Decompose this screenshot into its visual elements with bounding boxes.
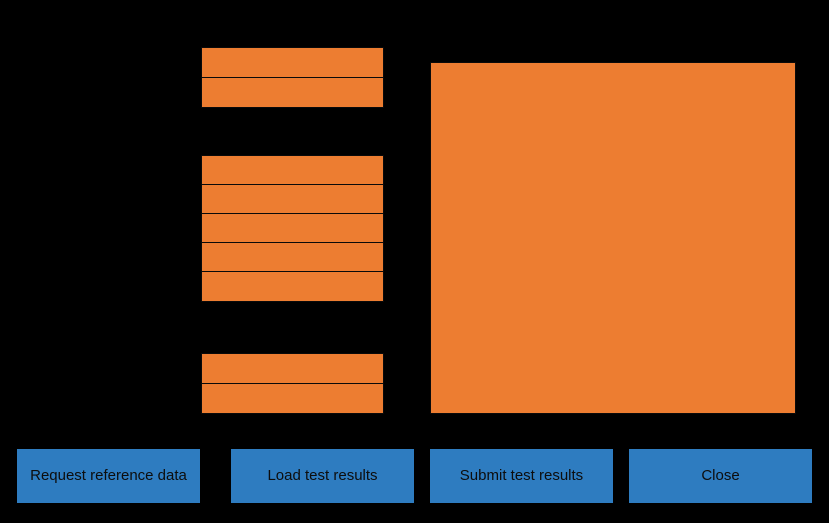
list-item[interactable] <box>201 76 384 108</box>
detail-panel[interactable] <box>430 62 796 414</box>
list-item[interactable] <box>201 353 384 384</box>
list-item[interactable] <box>201 382 384 414</box>
result-group-bottom <box>201 353 384 414</box>
request-reference-data-button[interactable]: Request reference data <box>17 449 200 503</box>
left-empty-column <box>0 0 200 430</box>
list-item[interactable] <box>201 184 384 215</box>
result-group-top <box>201 47 384 108</box>
list-item[interactable] <box>201 155 384 186</box>
list-item[interactable] <box>201 242 384 273</box>
detail-panel-content <box>431 63 795 413</box>
list-item[interactable] <box>201 271 384 302</box>
close-button[interactable]: Close <box>629 449 812 503</box>
list-item[interactable] <box>201 213 384 244</box>
load-test-results-button[interactable]: Load test results <box>231 449 414 503</box>
list-item[interactable] <box>201 47 384 78</box>
result-group-middle <box>201 155 384 302</box>
button-bar: Request reference data Load test results… <box>0 449 829 505</box>
results-list-column <box>201 40 384 420</box>
submit-test-results-button[interactable]: Submit test results <box>430 449 613 503</box>
